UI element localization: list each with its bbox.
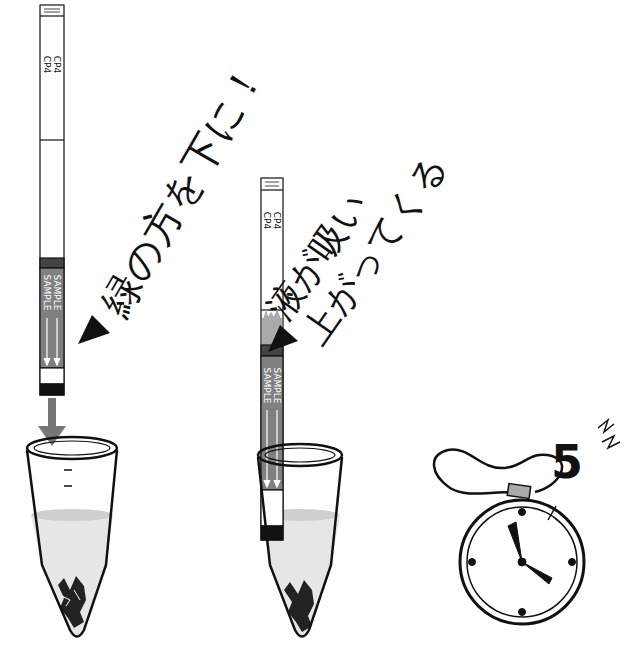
strip-label: SAMPLE [273,367,282,403]
test-strip [40,5,64,395]
callout-text: 液が吸い 上がってくる [258,98,472,352]
callout-pointer [268,325,298,352]
strip-label: CP4 [263,211,272,228]
stopwatch [434,420,620,624]
strip-label: SAMPLE [53,274,62,310]
timer-minutes: 5 [551,439,583,485]
strip-label: SAMPLE [43,274,52,310]
strip-label: CP4 [43,55,52,72]
sample-tube [258,444,342,637]
strip-label: CP4 [53,55,62,72]
sample-tube [27,437,117,637]
callout-text: 緑の方を下に！ [94,56,270,321]
callout-pointer [78,315,110,344]
strip-label: SAMPLE [263,367,272,403]
test-strip [261,178,283,540]
strip-label: CP4 [273,211,282,228]
